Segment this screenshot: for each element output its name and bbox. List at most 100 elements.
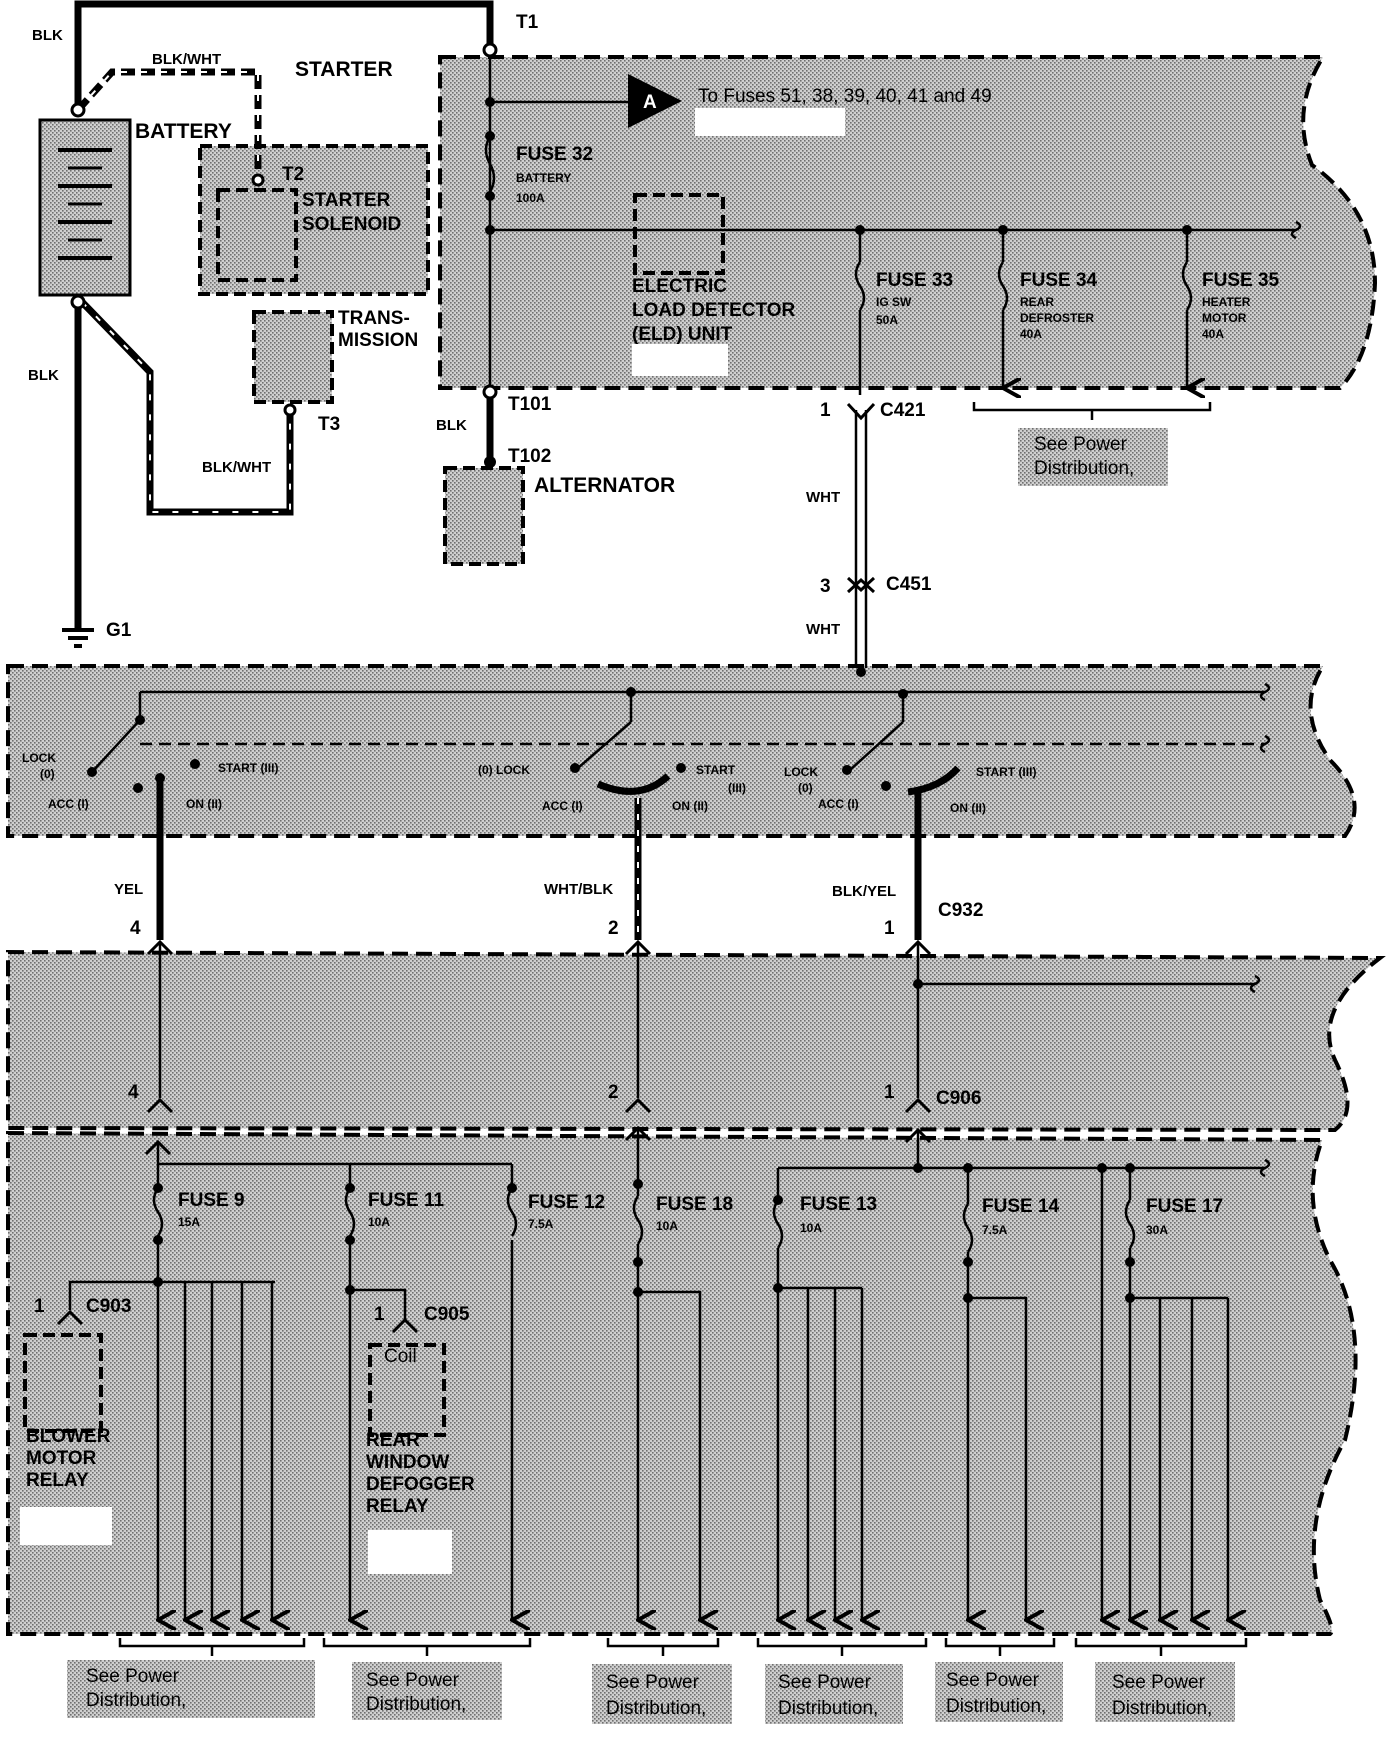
starter-solenoid-box [216,188,298,282]
starter-label: STARTER [295,58,393,81]
underhood-wiring [482,42,1302,468]
blank-patch [632,344,728,376]
fuse9-rating: 15A [178,1215,200,1229]
note-bg [1018,428,1168,486]
connector-a-label: A [643,92,657,113]
fuse11-rating: 10A [368,1215,390,1229]
sw2-acc-label: ACC (I) [542,799,583,813]
underhood-fuse-box-panel [438,55,1378,390]
connector-a-triangle [628,74,682,128]
ignition-switch-wiring [87,682,1271,940]
c932-pin: 2 [608,918,619,939]
c421-label: C421 [880,400,926,421]
starter-box [198,144,430,296]
blower-relay-label: RELAY [26,1470,89,1491]
see-power-note: See Power [1112,1672,1206,1693]
fuse12-rating: 7.5A [528,1217,554,1231]
alternator-box [443,466,525,566]
c932-label: C932 [938,900,983,921]
fuse17-label: FUSE 17 [1146,1196,1223,1217]
alternator-label: ALTERNATOR [534,474,675,497]
wire-color-label: BLK [436,417,467,434]
c932-pin: 1 [884,918,895,939]
fuse34-rating: 40A [1020,327,1042,341]
wire-color-label: WHT/BLK [544,881,613,898]
fuse17-rating: 30A [1146,1223,1168,1237]
fuse35-desc: MOTOR [1202,311,1247,325]
dash-panel-upper [6,949,1386,1133]
defogger-relay-label: WINDOW [366,1452,449,1473]
sw3-start-label: START (III) [976,765,1036,779]
see-power-note: Distribution, [86,1690,186,1711]
c905-label: C905 [424,1304,470,1325]
see-power-note: See Power [366,1670,460,1691]
blower-relay-label: MOTOR [26,1448,97,1469]
c906-pin: 1 [884,1082,895,1103]
coil-label: Coil [384,1346,417,1367]
starter-solenoid-label: SOLENOID [302,214,401,235]
c932-pin: 4 [130,918,141,939]
defogger-relay-label: REAR [366,1430,420,1451]
t102-label: T102 [508,446,551,467]
defogger-relay-box [368,1343,446,1437]
see-power-note: Distribution, [946,1696,1046,1717]
fuse35-desc: HEATER [1202,295,1251,309]
wire-color-label: WHT [806,621,840,638]
fuse32-desc: BATTERY [516,171,571,185]
fuse14-label: FUSE 14 [982,1196,1060,1217]
defogger-relay-label: RELAY [366,1496,429,1517]
sw3-lock-num: (0) [798,781,813,795]
see-power-note: See Power [86,1666,180,1687]
note-bg [67,1660,315,1718]
transmission-label: TRANS- [338,308,410,329]
see-power-note: See Power [1034,434,1128,455]
sw1-start-label: START (III) [218,761,278,775]
sw3-lock-label: LOCK [784,765,818,779]
see-power-note: Distribution, [366,1694,466,1715]
transmission-box [252,310,334,404]
g1-label: G1 [106,620,132,641]
eld-box [633,193,725,275]
c906-pin: 4 [128,1082,139,1103]
blower-motor-relay-box [23,1333,103,1433]
see-power-note: Distribution, [1112,1698,1212,1719]
fuse35-rating: 40A [1202,327,1224,341]
dash-fuse-panel [6,1130,1358,1636]
wire-color-label: BLK/YEL [832,883,896,900]
fuse33-rating: 50A [876,313,898,327]
c451-pin: 3 [820,576,831,597]
see-power-note: Distribution, [606,1698,706,1719]
fuse34-desc: DEFROSTER [1020,311,1094,325]
see-power-note: See Power [606,1672,700,1693]
fuse35-label: FUSE 35 [1202,270,1280,291]
c451-label: C451 [886,574,932,595]
sw1-on-label: ON (II) [186,797,222,811]
eld-label: (ELD) UNIT [632,324,733,345]
wire-color-label: BLK [28,367,59,384]
sw1-acc-label: ACC (I) [48,797,89,811]
see-power-note: See Power [946,1670,1040,1691]
note-bg [765,1664,903,1724]
fuse32-rating: 100A [516,191,545,205]
fuse13-label: FUSE 13 [800,1194,877,1215]
fuse9-label: FUSE 9 [178,1190,245,1211]
c903-label: C903 [86,1296,131,1317]
fuse12-label: FUSE 12 [528,1192,605,1213]
see-power-note: See Power [778,1672,872,1693]
note-bg [935,1662,1063,1722]
battery-wiring [58,0,494,648]
c906-pin: 2 [608,1082,619,1103]
eld-label: LOAD DETECTOR [632,300,796,321]
sw3-acc-label: ACC (I) [818,797,859,811]
wire-color-label: WHT [806,489,840,506]
wire-color-label: BLK/WHT [202,459,271,476]
t3-label: T3 [318,414,340,435]
note-bg [352,1662,502,1720]
c421-pin: 1 [820,400,831,421]
to-fuses-label: To Fuses 51, 38, 39, 40, 41 and 49 [698,86,992,107]
fuse33-desc: IG SW [876,295,912,309]
dash-fuse-wiring [56,1125,1271,1656]
wht-wire [846,402,876,677]
t101-label: T101 [508,394,552,415]
